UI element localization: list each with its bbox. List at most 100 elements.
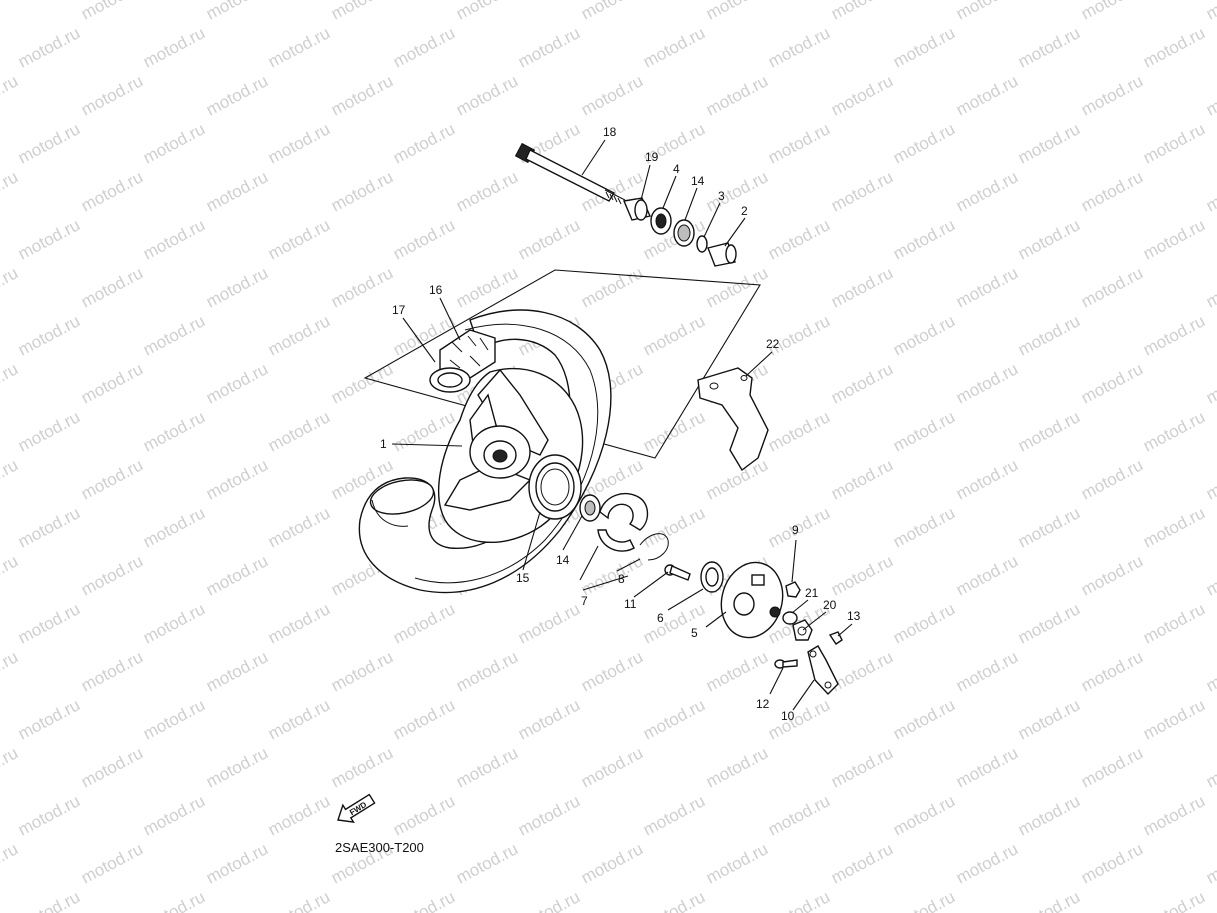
watermark-text: motod.ru: [890, 503, 958, 551]
watermark-text: motod.ru: [953, 839, 1021, 887]
watermark-text: motod.ru: [828, 551, 896, 599]
watermark-text: motod.ru: [140, 407, 208, 455]
watermark-text: motod.ru: [890, 215, 958, 263]
watermark-text: motod.ru: [953, 0, 1021, 24]
oil-seal-6: [700, 561, 724, 593]
watermark-text: motod.ru: [78, 455, 146, 503]
watermark-text: motod.ru: [765, 119, 833, 167]
watermark-text: motod.ru: [1078, 167, 1146, 215]
watermark-text: motod.ru: [1203, 743, 1217, 791]
watermark-text: motod.ru: [15, 503, 83, 551]
watermark-text: motod.ru: [453, 743, 521, 791]
watermark-text: motod.ru: [140, 599, 208, 647]
watermark-text: motod.ru: [328, 263, 396, 311]
watermark-text: motod.ru: [15, 23, 83, 71]
watermark-text: motod.ru: [515, 695, 583, 743]
watermark-text: motod.ru: [390, 599, 458, 647]
bearing-4: [650, 207, 672, 235]
watermark-text: motod.ru: [515, 887, 583, 913]
watermark-text: motod.ru: [1203, 359, 1217, 407]
watermark-text: motod.ru: [765, 215, 833, 263]
watermark-text: motod.ru: [265, 791, 333, 839]
watermark-text: motod.ru: [140, 23, 208, 71]
watermark-text: motod.ru: [0, 551, 21, 599]
watermark-text: motod.ru: [515, 599, 583, 647]
watermark-text: motod.ru: [1140, 599, 1208, 647]
watermark-text: motod.ru: [1015, 119, 1083, 167]
watermark-text: motod.ru: [1140, 311, 1208, 359]
watermark-text: motod.ru: [265, 695, 333, 743]
brake-shoes: [597, 493, 649, 552]
watermark-text: motod.ru: [515, 215, 583, 263]
watermark-text: motod.ru: [140, 503, 208, 551]
watermark-text: motod.ru: [140, 311, 208, 359]
watermark-text: motod.ru: [703, 647, 771, 695]
callout-3: 3: [718, 189, 725, 203]
watermark-text: motod.ru: [140, 791, 208, 839]
watermark-text: motod.ru: [1203, 71, 1217, 119]
watermark-text: motod.ru: [953, 455, 1021, 503]
watermark-text: motod.ru: [1203, 0, 1217, 24]
watermark-text: motod.ru: [828, 743, 896, 791]
watermark-text: motod.ru: [828, 455, 896, 503]
watermark-text: motod.ru: [640, 503, 708, 551]
watermark-text: motod.ru: [1015, 23, 1083, 71]
watermark-text: motod.ru: [1015, 503, 1083, 551]
watermark-text: motod.ru: [265, 23, 333, 71]
watermark-text: motod.ru: [453, 71, 521, 119]
watermark-text: motod.ru: [1078, 551, 1146, 599]
watermark-text: motod.ru: [640, 311, 708, 359]
watermark-text: motod.ru: [203, 71, 271, 119]
watermark-text: motod.ru: [953, 647, 1021, 695]
watermark-text: motod.ru: [78, 551, 146, 599]
watermark-text: motod.ru: [703, 0, 771, 24]
watermark-text: motod.ru: [78, 0, 146, 24]
watermark-text: motod.ru: [1015, 599, 1083, 647]
watermark-text: motod.ru: [0, 167, 21, 215]
callout-4: 4: [673, 162, 680, 176]
watermark-text: motod.ru: [890, 599, 958, 647]
watermark-text: motod.ru: [265, 503, 333, 551]
watermark-text: motod.ru: [390, 887, 458, 913]
callout-labels: 18 19 4 14 3 2 16 17 22 1 9 14 15 8 21 7…: [380, 125, 861, 723]
watermark-text: motod.ru: [1015, 215, 1083, 263]
callout-13: 13: [847, 609, 861, 623]
watermark-text: motod.ru: [640, 23, 708, 71]
watermark-text: motod.ru: [1203, 551, 1217, 599]
watermark-text: motod.ru: [1078, 263, 1146, 311]
watermark-text: motod.ru: [828, 359, 896, 407]
callout-22: 22: [766, 337, 780, 351]
watermark-text: motod.ru: [328, 71, 396, 119]
callout-20: 20: [823, 598, 837, 612]
watermark-text: motod.ru: [890, 23, 958, 71]
washer-21: [782, 611, 798, 625]
watermark-text: motod.ru: [328, 647, 396, 695]
watermark-text: motod.ru: [15, 695, 83, 743]
watermark-text: motod.ru: [1078, 71, 1146, 119]
watermark-text: motod.ru: [0, 743, 21, 791]
watermark-text: motod.ru: [1140, 695, 1208, 743]
fwd-arrow: FWD: [337, 793, 376, 824]
nut-20: [792, 619, 813, 641]
watermark-text: motod.ru: [1015, 311, 1083, 359]
watermark-text: motod.ru: [1078, 0, 1146, 24]
watermark-text: motod.ru: [1078, 455, 1146, 503]
watermark-text: motod.ru: [640, 791, 708, 839]
watermark-text: motod.ru: [1015, 791, 1083, 839]
nut-9: [785, 581, 801, 598]
watermark-text: motod.ru: [765, 887, 833, 913]
watermark-text: motod.ru: [265, 887, 333, 913]
watermark-text: motod.ru: [578, 71, 646, 119]
watermark-text: motod.ru: [453, 647, 521, 695]
watermark-text: motod.ru: [453, 167, 521, 215]
watermark-text: motod.ru: [15, 215, 83, 263]
watermark-text: motod.ru: [0, 0, 21, 24]
watermark-text: motod.ru: [0, 359, 21, 407]
watermark-text: motod.ru: [828, 0, 896, 24]
callout-12: 12: [756, 697, 770, 711]
watermark-text: motod.ru: [703, 743, 771, 791]
watermark-text: motod.ru: [1140, 887, 1208, 913]
watermark-text: motod.ru: [765, 407, 833, 455]
watermark-text: motod.ru: [78, 167, 146, 215]
